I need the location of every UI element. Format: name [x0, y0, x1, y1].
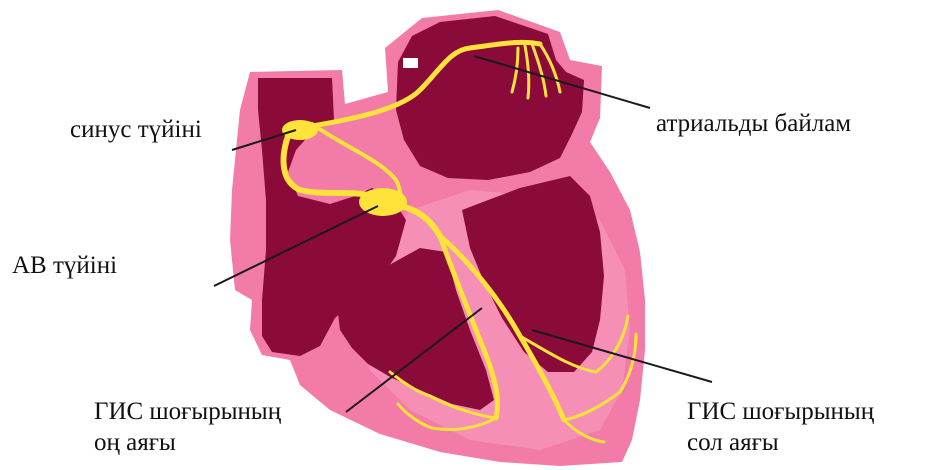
right-bundle-label-line-2: оң аяғы: [94, 427, 281, 458]
atrial-bundle-label: атриальды байлам: [656, 108, 851, 139]
right-bundle-label-line-1: ГИС шоғырының: [94, 396, 281, 427]
left-bundle-label-line-2: сол аяғы: [687, 427, 874, 458]
av-node-label: АВ түйіні: [12, 250, 117, 281]
left-bundle-branch-label: ГИС шоғырының сол аяғы: [687, 396, 874, 458]
right-bundle-branch-label: ГИС шоғырының оң аяғы: [94, 396, 281, 458]
sinus-node-label: синус түйіні: [70, 114, 202, 145]
left-bundle-label-line-1: ГИС шоғырының: [687, 396, 874, 427]
left-atrium-notch: [403, 58, 418, 68]
